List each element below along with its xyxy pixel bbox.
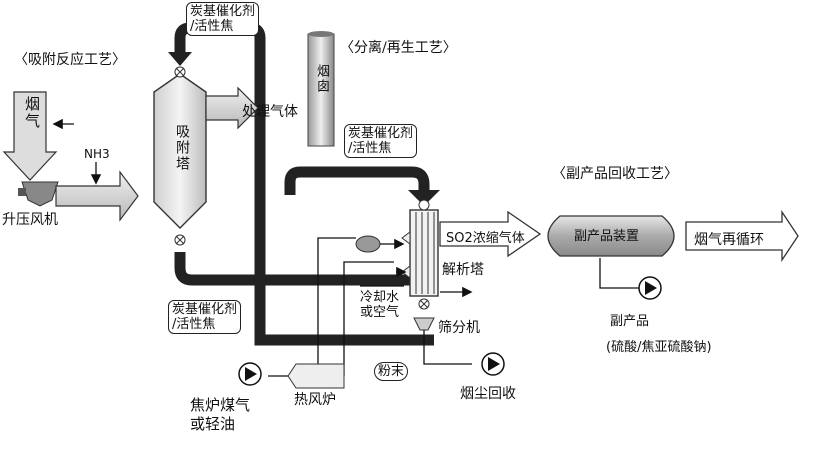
so2-gas-label: SO2浓缩气体: [446, 231, 525, 246]
fuel-line1: 焦炉煤气: [190, 396, 251, 414]
catalyst-top-line1: 炭基催化剂: [190, 4, 256, 19]
fuel-label: 焦炉煤气 或轻油: [190, 396, 250, 434]
flue-recycle-label: 烟气再循环: [694, 232, 764, 248]
catalyst-label-mid: 炭基催化剂 /活性焦: [344, 124, 418, 158]
fuel-line2: 或轻油: [190, 415, 236, 433]
chimney-label: 烟囱: [314, 64, 329, 94]
booster-fan-label: 升压风机: [2, 212, 58, 228]
treated-gas-label: 处理气体: [242, 104, 298, 120]
powder-label: 粉末: [374, 362, 409, 381]
nh3-label: NH3: [84, 147, 110, 161]
hot-air-furnace-label: 热风炉: [294, 392, 336, 408]
byproduct-label: 副产品: [610, 314, 650, 329]
section-separation: 〈分离/再生工艺〉: [340, 40, 457, 56]
catalyst-mid-line2: /活性焦: [348, 141, 392, 156]
cooling-label: 冷却水 或空气: [360, 290, 399, 320]
flue-gas-label: 烟气: [23, 96, 41, 130]
cooling-line1: 冷却水: [360, 290, 400, 305]
screener-label: 筛分机: [438, 320, 480, 336]
section-adsorption: 〈吸附反应工艺〉: [14, 52, 126, 68]
catalyst-bottom-line2: /活性焦: [172, 317, 216, 332]
adsorption-tower-label: 吸附塔: [174, 124, 190, 172]
byproduct-device-label: 副产品装置: [574, 229, 640, 244]
catalyst-bottom-line1: 炭基催化剂: [172, 302, 238, 317]
section-byproduct: 〈副产品回收工艺〉: [552, 166, 678, 182]
byproduct-detail: (硫酸/焦亚硫酸钠): [606, 340, 712, 355]
catalyst-label-top: 炭基催化剂 /活性焦: [186, 2, 260, 36]
desorption-tower-label: 解析塔: [442, 262, 484, 278]
catalyst-label-bottom: 炭基催化剂 /活性焦: [168, 300, 242, 334]
catalyst-mid-line1: 炭基催化剂: [348, 126, 414, 141]
cooling-line2: 或空气: [360, 305, 400, 320]
catalyst-top-line2: /活性焦: [190, 19, 234, 34]
dust-recovery-label: 烟尘回收: [460, 386, 516, 402]
